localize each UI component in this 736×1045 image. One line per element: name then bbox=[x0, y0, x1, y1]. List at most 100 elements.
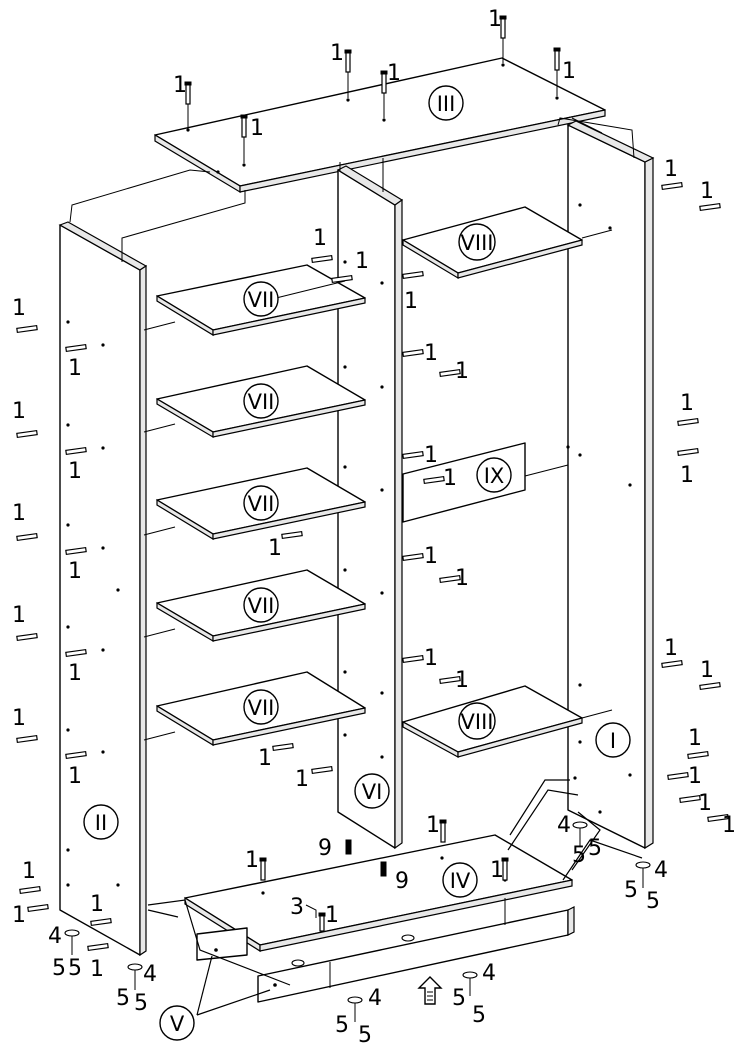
svg-text:9: 9 bbox=[395, 869, 409, 894]
svg-text:1: 1 bbox=[325, 903, 339, 928]
svg-text:1: 1 bbox=[68, 764, 82, 789]
part-label-vii-5: VII bbox=[243, 689, 279, 725]
svg-text:1: 1 bbox=[387, 61, 401, 86]
svg-text:1: 1 bbox=[404, 289, 418, 314]
svg-text:1: 1 bbox=[688, 764, 702, 789]
part-label-vii-1: VII bbox=[243, 281, 279, 317]
svg-text:1: 1 bbox=[12, 501, 26, 526]
svg-text:1: 1 bbox=[443, 466, 457, 491]
part-label-ix: IX bbox=[476, 457, 512, 493]
screws-left-side bbox=[16, 324, 112, 952]
svg-text:1: 1 bbox=[12, 399, 26, 424]
svg-text:IX: IX bbox=[484, 464, 505, 488]
left-side-panel bbox=[58, 221, 148, 957]
middle-divider-panel bbox=[336, 165, 404, 872]
svg-text:VIII: VIII bbox=[461, 710, 494, 734]
svg-text:1: 1 bbox=[68, 356, 82, 381]
part-label-vi: VI bbox=[354, 773, 390, 809]
svg-text:VI: VI bbox=[362, 780, 383, 804]
svg-text:5: 5 bbox=[572, 843, 586, 868]
svg-text:5: 5 bbox=[335, 1013, 349, 1038]
svg-text:1: 1 bbox=[488, 7, 502, 32]
svg-text:3: 3 bbox=[290, 895, 304, 920]
callouts-screw: 1 1 1 1 1 1 1 1 1 1 1 1 1 1 1 1 1 1 1 1 … bbox=[12, 7, 736, 982]
svg-text:II: II bbox=[95, 811, 107, 835]
svg-text:1: 1 bbox=[424, 341, 438, 366]
callouts-other: 9 9 3 4 5 5 4 5 5 4 5 5 4 5 5 4 5 5 4 5 … bbox=[48, 813, 668, 1045]
screws-bottom bbox=[259, 819, 509, 932]
svg-text:1: 1 bbox=[250, 116, 264, 141]
svg-text:1: 1 bbox=[700, 658, 714, 683]
right-side-panel bbox=[566, 120, 655, 850]
svg-text:5: 5 bbox=[116, 986, 130, 1011]
screws-top bbox=[184, 15, 561, 163]
svg-text:1: 1 bbox=[295, 767, 309, 792]
svg-text:5: 5 bbox=[472, 1003, 486, 1028]
svg-text:4: 4 bbox=[48, 924, 62, 949]
screws-right-side bbox=[661, 181, 729, 823]
svg-text:1: 1 bbox=[22, 859, 36, 884]
svg-text:1: 1 bbox=[268, 536, 282, 561]
part-label-viii-1: VIII bbox=[458, 223, 496, 261]
svg-text:5: 5 bbox=[358, 1023, 372, 1045]
up-arrow-icon bbox=[417, 976, 443, 1005]
svg-text:1: 1 bbox=[680, 391, 694, 416]
svg-text:1: 1 bbox=[455, 668, 469, 693]
screws-middle bbox=[272, 254, 461, 775]
svg-text:1: 1 bbox=[688, 726, 702, 751]
svg-text:1: 1 bbox=[698, 791, 712, 816]
svg-text:4: 4 bbox=[143, 962, 157, 987]
svg-text:1: 1 bbox=[68, 661, 82, 686]
svg-text:1: 1 bbox=[426, 813, 440, 838]
svg-text:1: 1 bbox=[258, 746, 272, 771]
svg-text:9: 9 bbox=[318, 836, 332, 861]
svg-text:5: 5 bbox=[646, 889, 660, 914]
svg-text:1: 1 bbox=[664, 636, 678, 661]
svg-text:VIII: VIII bbox=[461, 231, 494, 255]
svg-text:1: 1 bbox=[424, 646, 438, 671]
svg-text:1: 1 bbox=[455, 566, 469, 591]
svg-text:1: 1 bbox=[12, 296, 26, 321]
svg-text:5: 5 bbox=[452, 986, 466, 1011]
svg-text:5: 5 bbox=[134, 991, 148, 1016]
svg-text:1: 1 bbox=[664, 157, 678, 182]
svg-text:1: 1 bbox=[700, 179, 714, 204]
svg-text:4: 4 bbox=[368, 986, 382, 1011]
svg-text:5: 5 bbox=[588, 836, 602, 861]
svg-text:4: 4 bbox=[557, 813, 571, 838]
part-label-viii-2: VIII bbox=[458, 702, 496, 740]
svg-text:VII: VII bbox=[248, 288, 275, 312]
svg-text:1: 1 bbox=[424, 544, 438, 569]
part-label-iv: IV bbox=[442, 862, 478, 898]
part-label-v: V bbox=[159, 1005, 195, 1041]
svg-text:VII: VII bbox=[248, 492, 275, 516]
svg-text:1: 1 bbox=[245, 848, 259, 873]
svg-text:IV: IV bbox=[450, 869, 471, 893]
svg-text:VII: VII bbox=[248, 390, 275, 414]
svg-text:1: 1 bbox=[90, 892, 104, 917]
svg-text:VII: VII bbox=[248, 594, 275, 618]
part-label-i: I bbox=[595, 722, 631, 758]
part-label-vii-3: VII bbox=[243, 485, 279, 521]
svg-text:1: 1 bbox=[455, 359, 469, 384]
svg-text:1: 1 bbox=[562, 59, 576, 84]
svg-text:1: 1 bbox=[490, 858, 504, 883]
svg-text:1: 1 bbox=[68, 459, 82, 484]
svg-text:VII: VII bbox=[248, 696, 275, 720]
part-label-iii: III bbox=[428, 85, 464, 121]
svg-text:4: 4 bbox=[654, 858, 668, 883]
svg-text:1: 1 bbox=[12, 903, 26, 928]
svg-text:1: 1 bbox=[680, 463, 694, 488]
svg-text:1: 1 bbox=[330, 41, 344, 66]
svg-text:1: 1 bbox=[12, 706, 26, 731]
svg-text:1: 1 bbox=[68, 559, 82, 584]
top-panel bbox=[154, 57, 606, 194]
svg-text:I: I bbox=[610, 729, 616, 753]
part-label-ii: II bbox=[83, 804, 119, 840]
svg-text:5: 5 bbox=[68, 956, 82, 981]
part-label-vii-4: VII bbox=[243, 587, 279, 623]
plinth-panels bbox=[196, 898, 575, 1003]
adjustable-feet bbox=[64, 821, 651, 1022]
svg-text:5: 5 bbox=[624, 878, 638, 903]
